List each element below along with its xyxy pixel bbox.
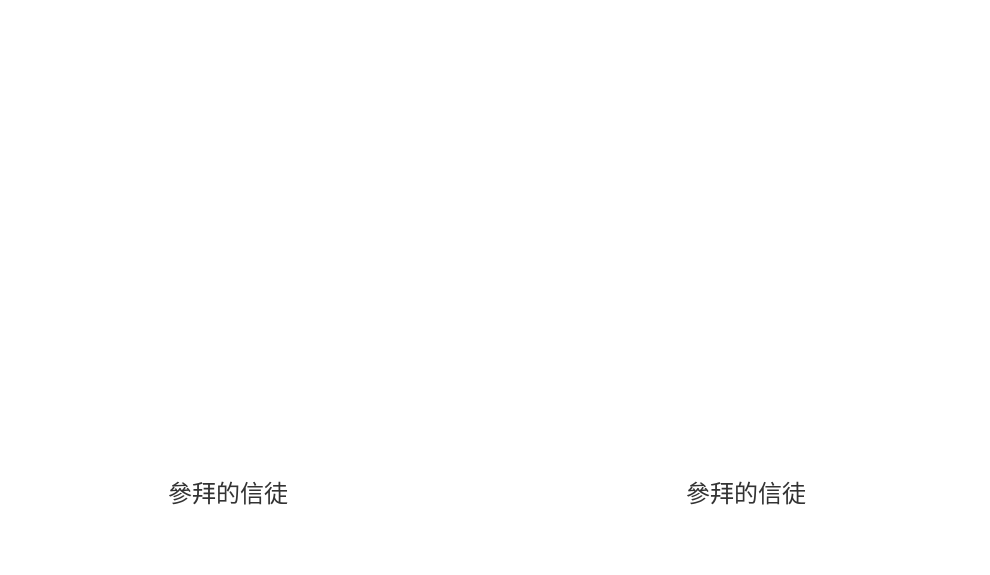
- right-caption: 參拜的信徒: [686, 480, 806, 508]
- left-caption: 參拜的信徒: [168, 480, 288, 508]
